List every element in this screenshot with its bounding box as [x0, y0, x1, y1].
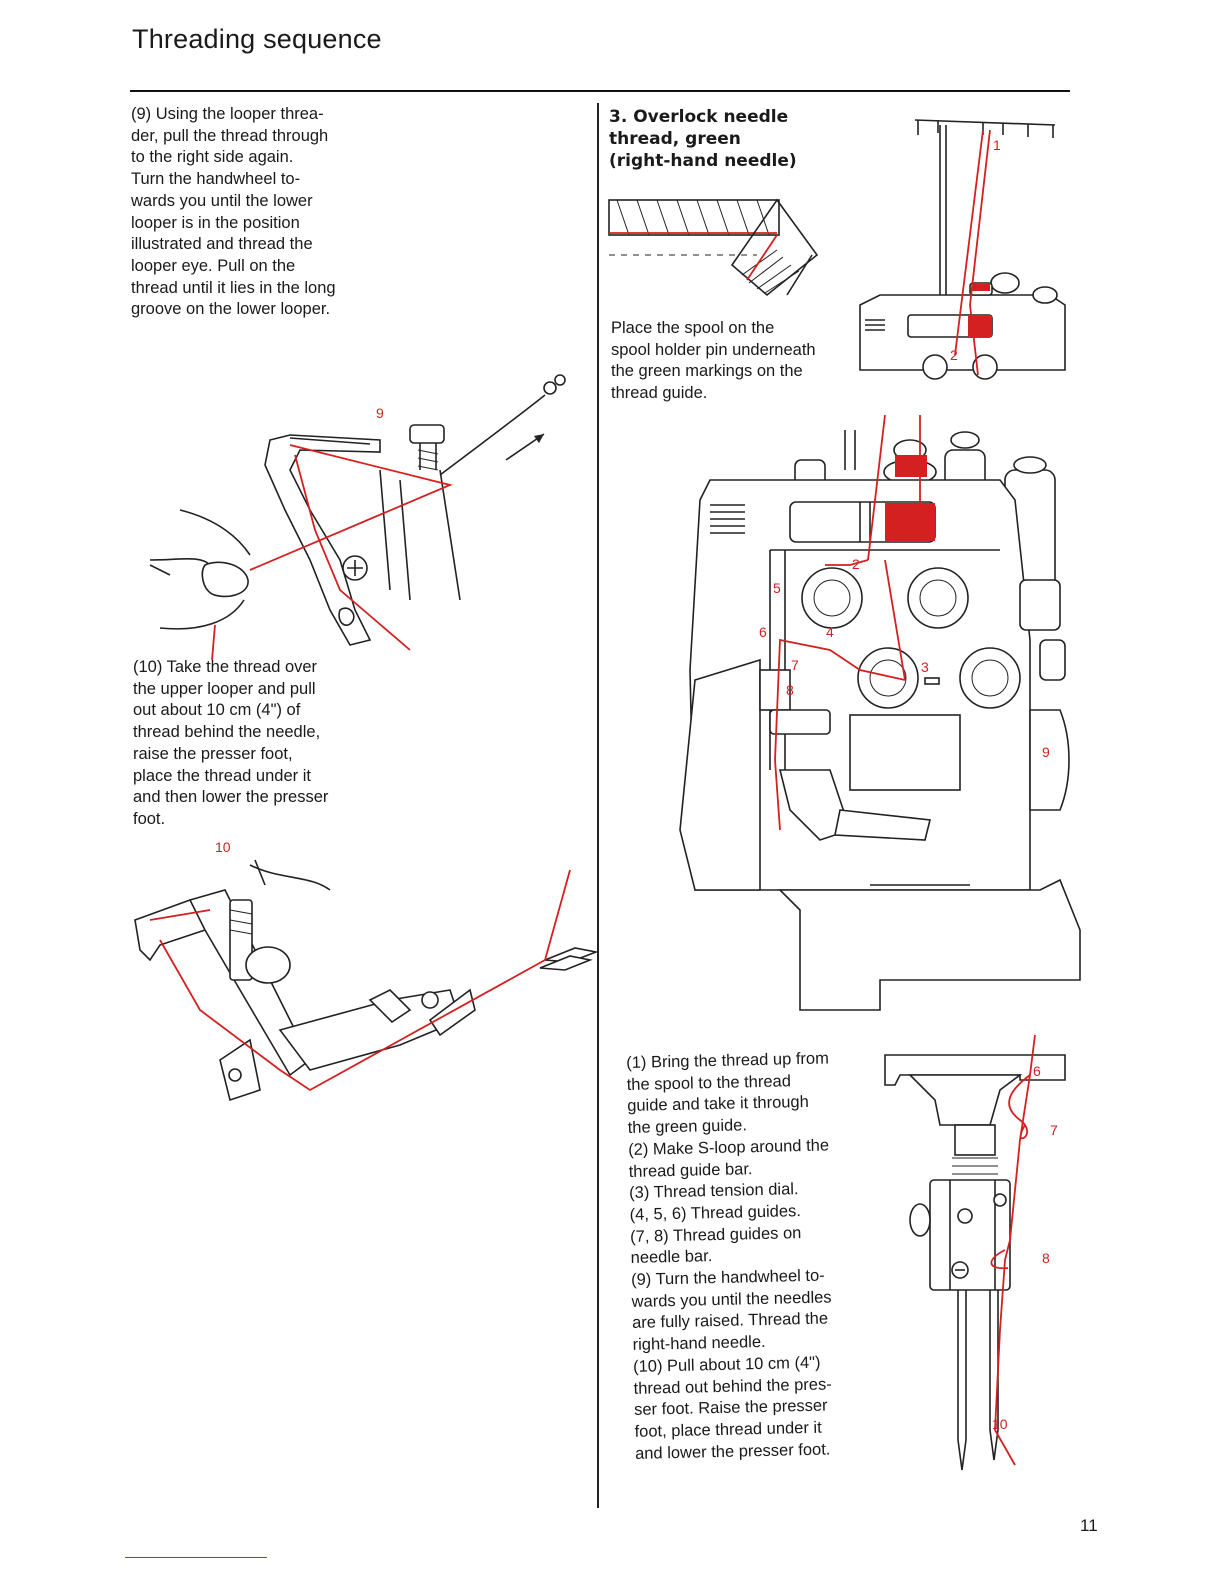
top-fig-label-1: 1 [993, 137, 1001, 153]
footer-underline [125, 1557, 267, 1558]
step-10-text: (10) Take the thread over the upper loop… [133, 658, 329, 828]
step-9-text: (9) Using the looper threa- der, pull th… [131, 105, 336, 319]
needle-label-10: 10 [992, 1416, 1008, 1432]
section-heading: 3. Overlock needle thread, green (right-… [609, 107, 797, 171]
needle-label-8: 8 [1042, 1250, 1050, 1266]
machine-label-8: 8 [786, 682, 794, 698]
page-title: Threading sequence [132, 24, 382, 54]
presser-foot-illustration [134, 859, 599, 1102]
machine-label-3: 3 [921, 659, 929, 675]
column-divider [597, 103, 599, 1508]
fig-label-10: 10 [215, 839, 231, 855]
page-number: 11 [1080, 1516, 1098, 1535]
threading-steps-text: (1) Bring the thread up from the spool t… [626, 1049, 832, 1463]
needle-label-7: 7 [1050, 1122, 1058, 1138]
needle-bar-illustration [884, 1034, 1066, 1471]
top-fig-label-2: 2 [950, 347, 958, 363]
machine-label-7: 7 [791, 657, 799, 673]
machine-label-2: 2 [852, 556, 860, 572]
overlock-machine-illustration [679, 414, 1081, 1011]
needle-label-6: 6 [1033, 1063, 1041, 1079]
machine-label-6: 6 [759, 624, 767, 640]
machine-label-4: 4 [826, 624, 834, 640]
machine-label-5: 5 [773, 580, 781, 596]
looper-threading-illustration [149, 374, 566, 661]
machine-label-9: 9 [1042, 744, 1050, 760]
thread-stand-illustration [859, 119, 1066, 380]
stitch-sample-illustration [608, 198, 819, 297]
spool-placement-text: Place the spool on the spool holder pin … [611, 319, 816, 403]
fig-label-9: 9 [376, 405, 384, 421]
header-rule [130, 90, 1070, 92]
